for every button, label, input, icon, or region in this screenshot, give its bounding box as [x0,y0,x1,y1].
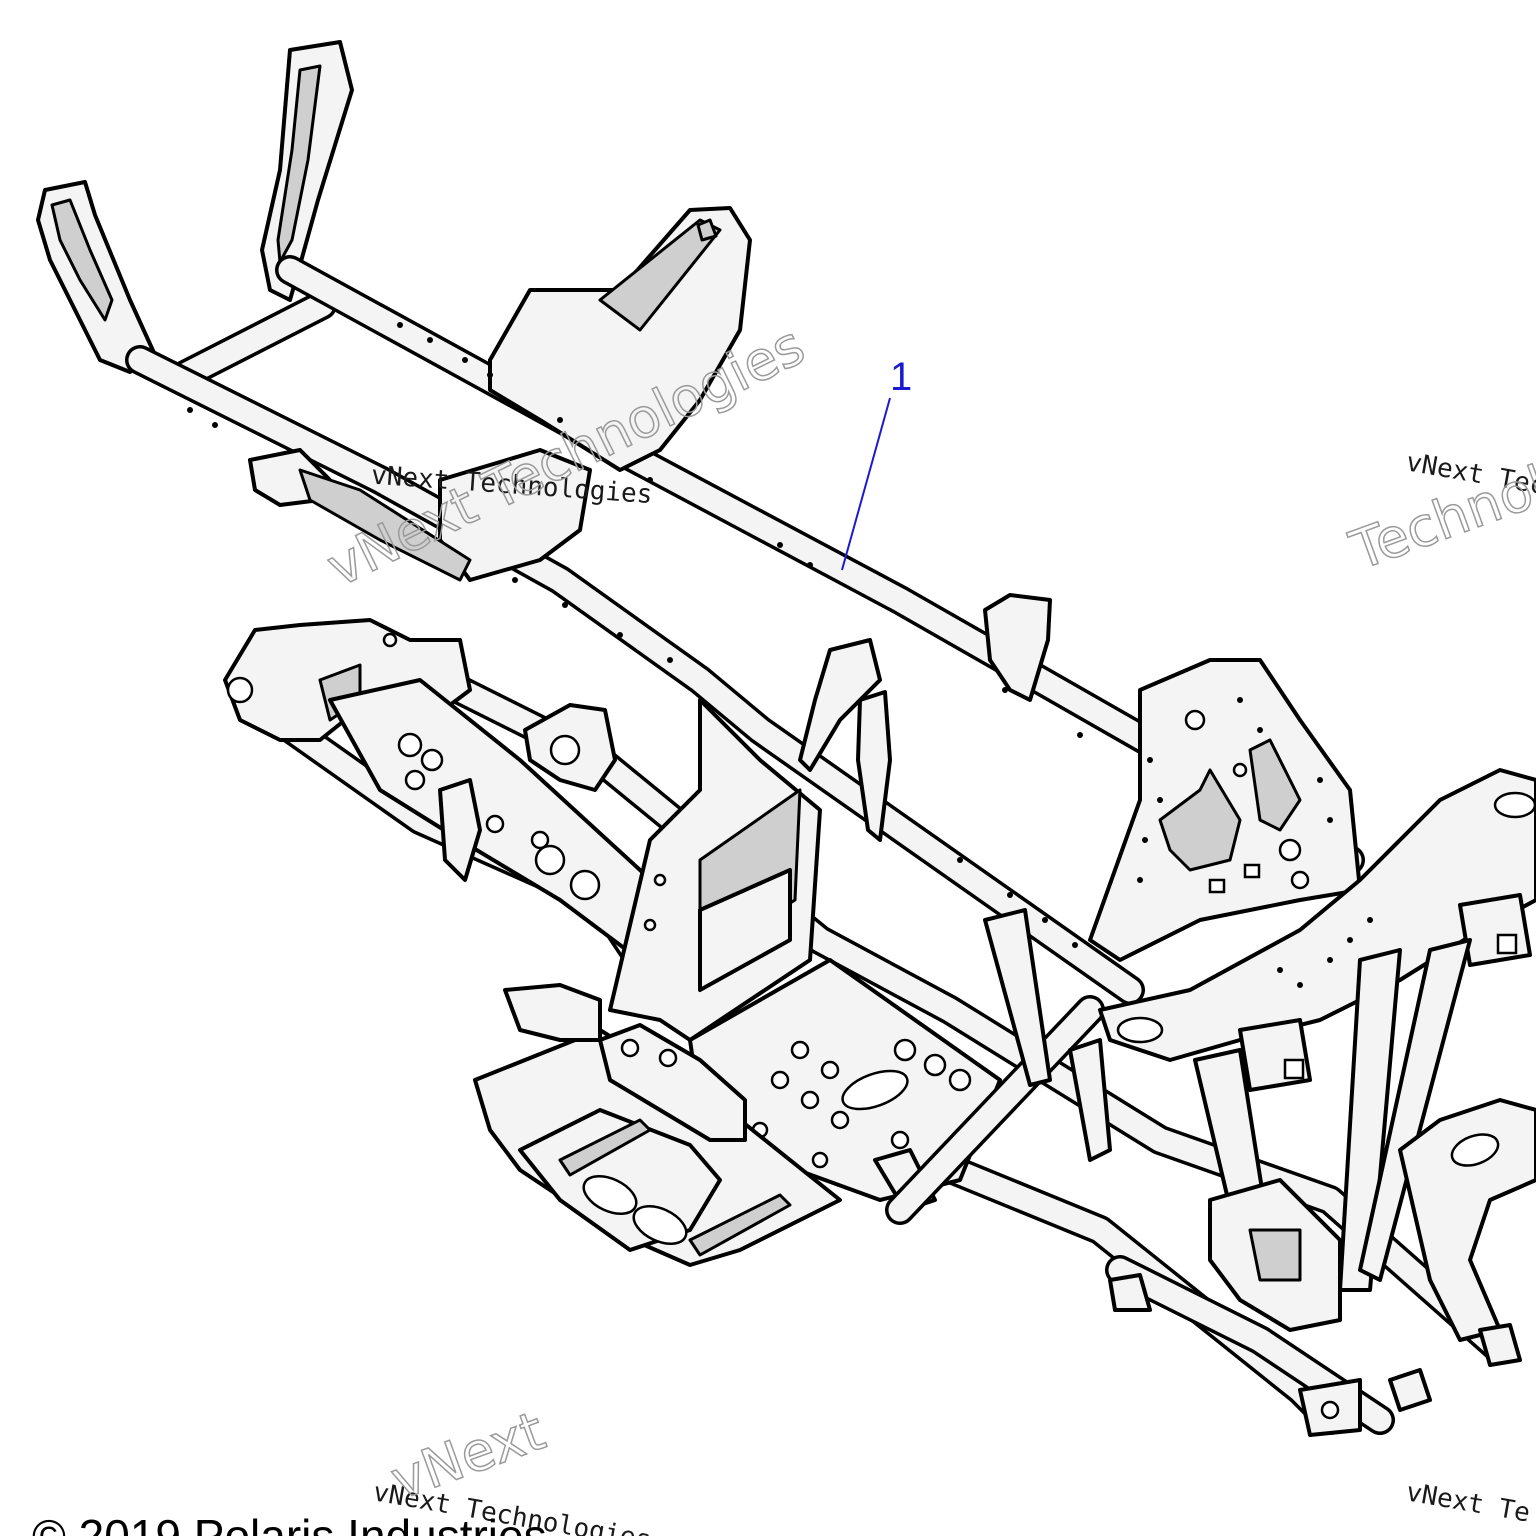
rear-cross-member [1098,768,1536,1437]
svg-text:vNext Te: vNext Te [1404,1477,1533,1528]
watermark-bottom-right: vNext Te [1404,1477,1533,1528]
lower-main-frame [223,618,1515,1435]
copyright-text: © 2019 Polaris Industries [32,1510,547,1536]
svg-text:Technologies: Technologies [1342,404,1536,582]
part-callout: 1 [841,355,912,571]
rear-tower-plate [1088,658,1362,962]
callout-number: 1 [890,355,912,399]
watermark-right: vNext Technologies Technologies [1341,404,1536,584]
